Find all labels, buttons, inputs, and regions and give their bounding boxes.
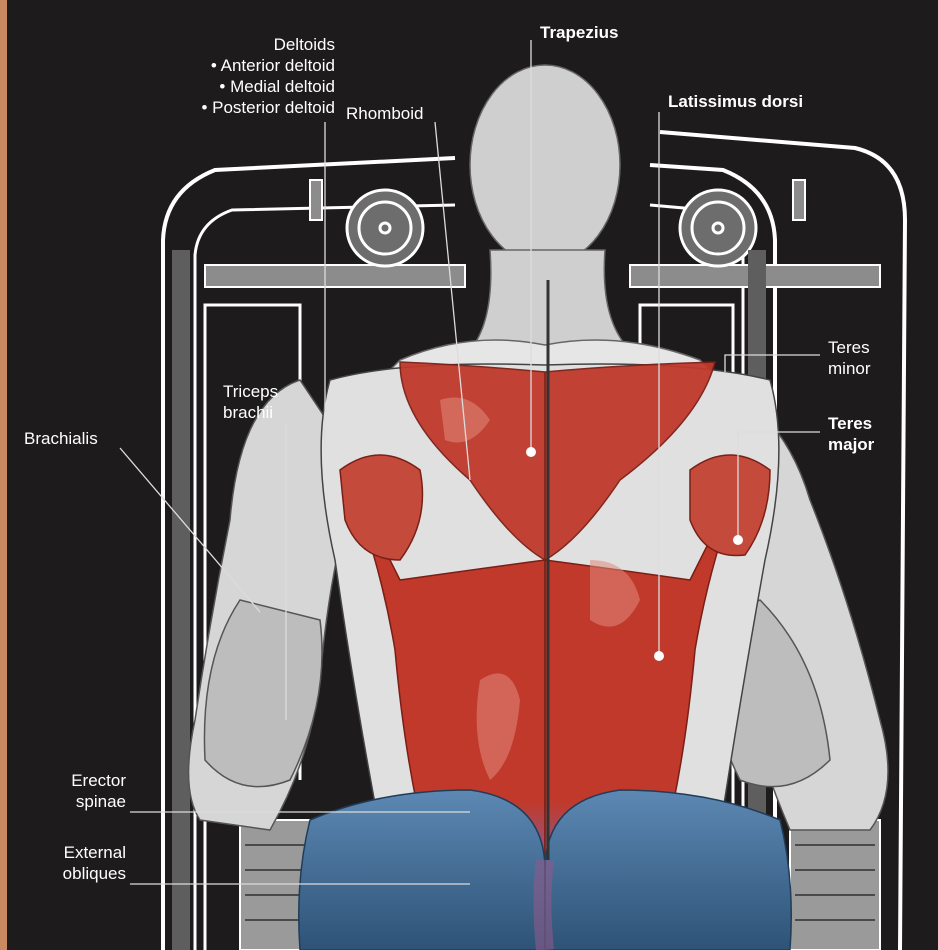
triceps-label: Triceps brachii (223, 381, 278, 423)
obliques-line2: obliques (40, 863, 126, 884)
erector-line2: spinae (40, 791, 126, 812)
teres-minor-line2: minor (828, 358, 871, 379)
trapezius-label: Trapezius (540, 22, 618, 43)
deltoids-title: Deltoids (170, 34, 335, 55)
triceps-line2: brachii (223, 402, 278, 423)
deltoids-label: Deltoids • Anterior deltoid • Medial del… (170, 34, 335, 118)
head-neck (380, 65, 720, 380)
deltoid-anterior: • Anterior deltoid (170, 55, 335, 76)
deltoid-posterior: • Posterior deltoid (170, 97, 335, 118)
erector-label: Erector spinae (40, 770, 126, 812)
deltoid-medial: • Medial deltoid (170, 76, 335, 97)
teres-major-label: Teres major (828, 413, 874, 455)
obliques-line1: External (40, 842, 126, 863)
obliques-label: External obliques (40, 842, 126, 884)
latissimus-label: Latissimus dorsi (668, 91, 803, 112)
teres-major-line1: Teres (828, 413, 874, 434)
erector-line1: Erector (40, 770, 126, 791)
teres-major-line2: major (828, 434, 874, 455)
teres-minor-label: Teres minor (828, 337, 871, 379)
brachialis-label: Brachialis (24, 428, 98, 449)
teres-minor-line1: Teres (828, 337, 871, 358)
triceps-line1: Triceps (223, 381, 278, 402)
rhomboid-label: Rhomboid (346, 103, 424, 124)
